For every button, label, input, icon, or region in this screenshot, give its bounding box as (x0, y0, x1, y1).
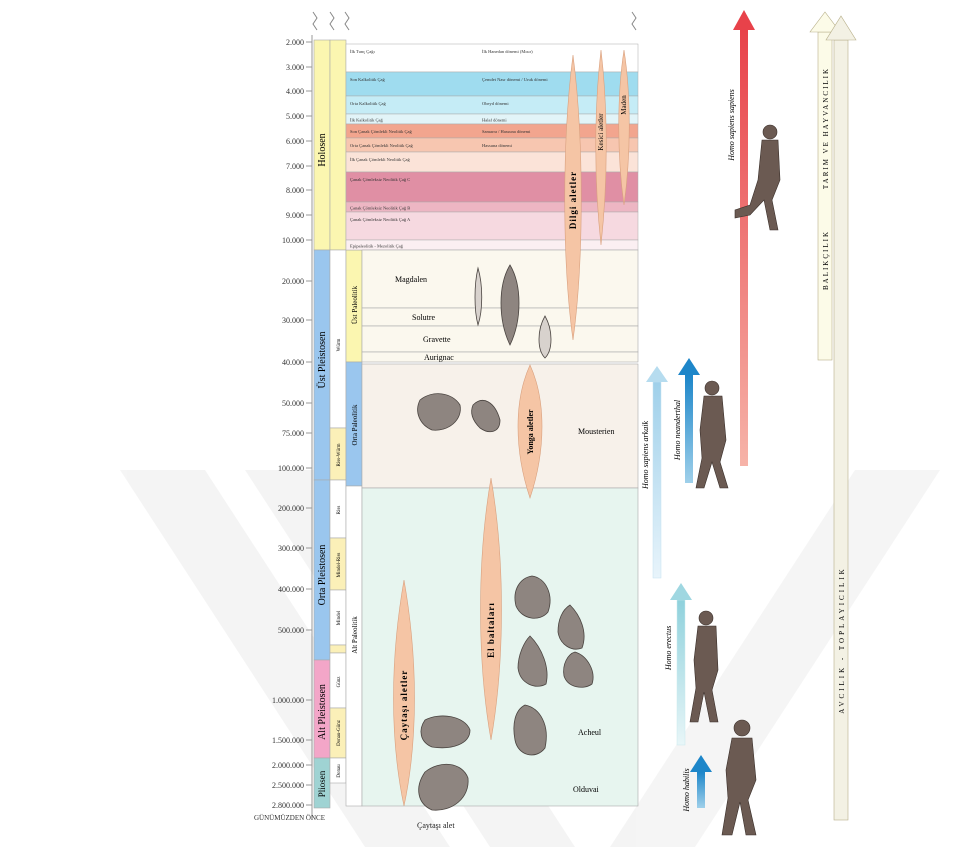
epoch-orta-pleistosen: Orta Pleistosen (317, 545, 328, 606)
holocene-row-left-label: Çanak Çömleksiz Neolitik Çağ C (350, 177, 410, 182)
glacial-riss: Riss (337, 506, 342, 515)
glacial-gunz: Günz (337, 676, 342, 688)
tool-dilgi: Dilgi aletler (568, 171, 578, 229)
time-axis-label: 7.000 (286, 162, 304, 171)
glacial-donau-gunz: Donau-Günz (337, 719, 342, 746)
holocene-row-left-label: Orta Çanak Çömlekli Neolitik Çağ (350, 143, 413, 148)
time-axis-label: 30.000 (282, 316, 304, 325)
time-axis-label: 1.000.000 (272, 696, 304, 705)
glacial-donau: Donau (337, 764, 342, 778)
glacial-mindel-riss: Mindel-Riss (337, 553, 342, 578)
time-axis-label: 6.000 (286, 137, 304, 146)
time-axis-label: 2.000.000 (272, 761, 304, 770)
holocene-row-right-label: Çemdet Nasr dönemi / Uruk dönemi (482, 77, 548, 82)
glacial-mindel: Mindel (337, 610, 342, 625)
culture-acheul: Acheul (578, 728, 602, 737)
timescale-footer: GÜNÜMÜZDEN ÖNCE (254, 814, 325, 822)
culture-magdalen: Magdalen (395, 275, 427, 284)
neanderthal-figure (696, 381, 728, 488)
holocene-row-right-label: Samarra / Hassuna dönemi (482, 129, 531, 134)
epoch-pliosen: Pliosen (317, 770, 327, 797)
time-axis-label: 2.500.000 (272, 781, 304, 790)
time-axis-label: 75.000 (282, 429, 304, 438)
glacial-column: Würm Riss-Würm Riss Mindel-Riss Mindel G… (330, 40, 346, 783)
economy-arrows: TARIM VE HAYVANCILIK BALIKÇILIK AVCILIK … (810, 12, 856, 820)
time-axis-label: 3.000 (286, 63, 304, 72)
time-axis-label: 400.000 (278, 585, 304, 594)
economy-avcilik: AVCILIK - TOPLAYICILIK (838, 566, 846, 713)
holocene-row (346, 152, 638, 172)
culture-olduvai: Olduvai (573, 785, 600, 794)
glacial-wurm: Würm (337, 339, 342, 352)
time-axis-label: 4.000 (286, 87, 304, 96)
epoch-ust-pleistosen: Üst Pleistosen (316, 332, 328, 389)
culture-mousterien: Mousterien (578, 427, 614, 436)
tool-el-baltalari: El baltaları (486, 602, 496, 658)
time-axis-label: 20.000 (282, 277, 304, 286)
tool-caytasi: Çaytaşı aletler (399, 670, 409, 741)
time-axis-label: 10.000 (282, 236, 304, 245)
time-axis-label: 1.500.000 (272, 736, 304, 745)
time-axis-label: 50.000 (282, 399, 304, 408)
holocene-row-left-label: Son Kalkolitik Çağ (350, 77, 385, 82)
epoch-column: Holosen Üst Pleistosen Orta Pleistosen A… (314, 40, 330, 808)
economy-balikcilik: BALIKÇILIK (822, 230, 830, 290)
time-axis-label: 2.800.000 (272, 801, 304, 810)
time-axis-label: 100.000 (278, 464, 304, 473)
holocene-row (346, 72, 638, 96)
time-axis-label: 8.000 (286, 186, 304, 195)
holocene-cultures: İlk Tunç Çağı İlk Hanedan dönemi (Mısır) S… (346, 44, 638, 250)
period-alt-paleolitik: Alt Paleolitik (351, 616, 359, 654)
pebble-tool-1 (421, 716, 470, 748)
holocene-row-left-label: Çanak Çömleksiz Neolitik Çağ A (350, 217, 411, 222)
tool-caytasi-alet: Çaytaşı alet (417, 821, 455, 830)
middle-paleolithic-block: Mousterien (362, 364, 638, 488)
period-orta-paleolitik: Orta Paleolitik (351, 404, 359, 446)
tool-kesici: Kesici aletler (597, 113, 605, 151)
time-axis-label: 500.000 (278, 626, 304, 635)
holocene-row-left-label: İlk Çanak Çömlekli Neolitik Çağ (350, 157, 410, 162)
holocene-row-left-label: İlk Tunç Çağı (350, 49, 376, 54)
hominin-sapiens: Homo sapiens sapiens (727, 89, 736, 162)
holocene-row-right-label: İlk Hanedan dönemi (Mısır) (482, 49, 533, 54)
glacial-riss-wurm: Riss-Würm (337, 443, 342, 466)
hominin-erectus: Homo erectus (664, 626, 673, 671)
culture-solutre: Solutre (412, 313, 436, 322)
time-axis-label: 2.000 (286, 38, 304, 47)
tool-yonga: Yonga aletler (526, 409, 535, 455)
culture-aurignac: Aurignac (424, 353, 454, 362)
time-axis-label: 200.000 (278, 504, 304, 513)
tool-metal: Maden (620, 95, 628, 115)
period-ust-paleolitik: Üst Paleolitik (351, 285, 359, 324)
culture-gravette: Gravette (423, 335, 451, 344)
hominin-neanderthal: Homo neanderthal (673, 399, 682, 461)
time-axis-label: 300.000 (278, 544, 304, 553)
epoch-holosen: Holosen (317, 133, 328, 166)
holocene-row-right-label: Obeyd dönemi (482, 101, 509, 106)
holocene-row-left-label: Epipaleolitik - Mezolitik Çağ (350, 244, 404, 249)
upper-paleolithic-block: Magdalen Solutre Gravette Aurignac (362, 250, 638, 362)
time-axis-label: 9.000 (286, 211, 304, 220)
hominin-arkaik: Homo sapiens arkaik (641, 421, 650, 490)
holocene-row-left-label: İlk Kalkolitik Çağ (350, 118, 383, 123)
holocene-row-right-label: Hassuna dönemi (482, 143, 513, 148)
holocene-row-right-label: Halaf dönemi (482, 118, 507, 123)
time-axis-label: 5.000 (286, 112, 304, 121)
break-marks (313, 12, 636, 30)
epoch-alt-pleistosen: Alt Pleistosen (317, 684, 328, 740)
holocene-row-left-label: Son Çanak Çömlekli Neolitik Çağ (350, 129, 412, 134)
period-column: Üst Paleolitik Orta Paleolitik Alt Paleo… (346, 250, 362, 806)
holocene-row-left-label: Orta Kalkolitik Çağ (350, 101, 386, 106)
economy-tarim: TARIM VE HAYVANCILIK (822, 67, 830, 189)
holocene-row-left-label: Çanak Çömleksiz Neolitik Çağ B (350, 206, 410, 211)
hominin-habilis: Homo habilis (682, 768, 691, 812)
time-axis-label: 40.000 (282, 358, 304, 367)
